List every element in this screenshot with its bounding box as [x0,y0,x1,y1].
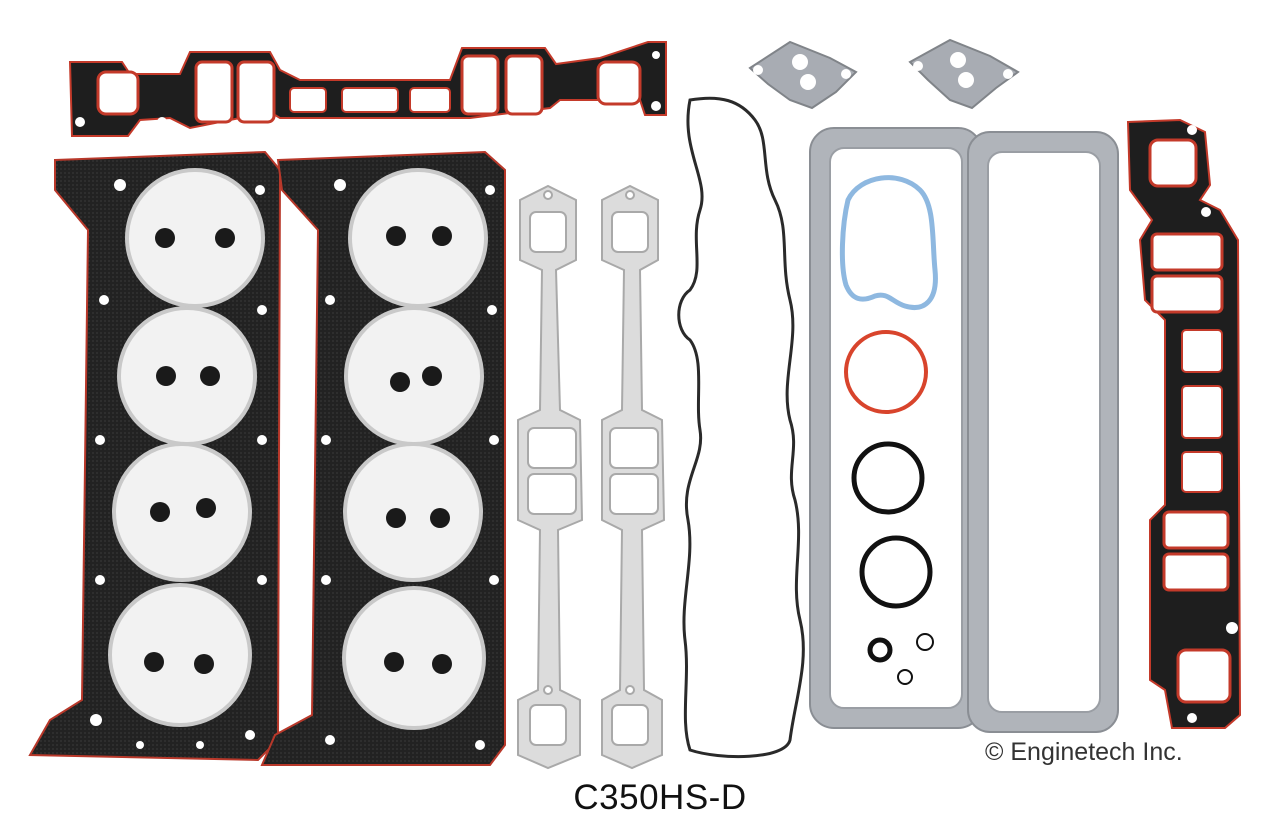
intake-manifold-gasket-side [1126,118,1242,729]
intake-manifold-gasket-top [68,41,667,137]
cylinder-head-gasket-right [260,150,506,766]
valve-cover-gasket-left [809,127,983,729]
valve-cover-bead-gasket [677,96,805,758]
egr-gasket-left [748,40,858,110]
part-number-label: C350HS-D [573,778,747,817]
egr-gasket-right [908,38,1020,110]
exhaust-manifold-gasket-left [517,184,584,770]
thermostat-gasket [839,175,938,310]
copyright-notice: © Enginetech Inc. [985,738,1183,766]
exhaust-manifold-gasket-right [601,184,666,770]
o-ring-set [844,330,934,685]
valve-cover-gasket-right [967,131,1119,733]
cylinder-head-gasket-left [28,150,282,762]
